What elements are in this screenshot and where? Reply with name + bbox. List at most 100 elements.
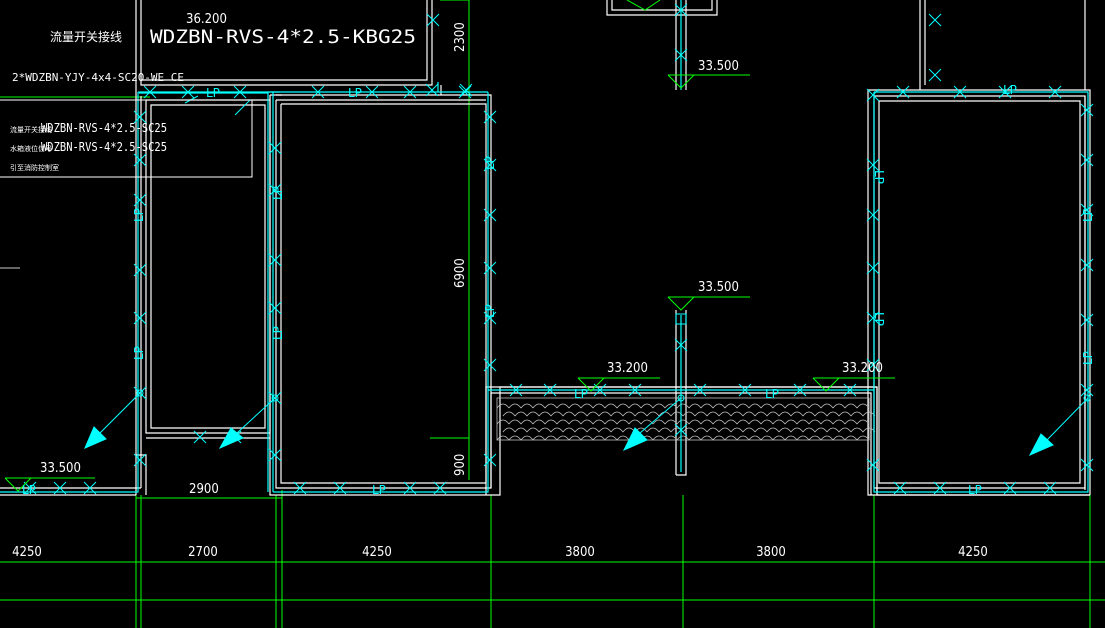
lp-cross xyxy=(233,85,247,99)
lp-cross xyxy=(133,193,147,207)
legend-box xyxy=(0,99,253,178)
lp-tag: LP xyxy=(483,304,497,318)
axis-span-label: 4250 xyxy=(362,545,392,560)
elevation-center-top: 33.500 xyxy=(698,59,739,74)
lp-tag: LP xyxy=(206,86,220,100)
lp-cross xyxy=(483,261,497,275)
legend-line1-prefix: 流量开关接线 xyxy=(10,125,52,134)
lp-tag: LP xyxy=(22,483,36,497)
legend-line2-wire: WDZBN-RVS-4*2.5-SC25 xyxy=(41,140,167,154)
lp-tag: LP xyxy=(872,170,886,184)
legend-line1-wire: WDZBN-RVS-4*2.5-SC25 xyxy=(41,121,167,135)
legend-line3: 引至消防控制室 xyxy=(10,163,59,172)
lp-cross xyxy=(333,481,347,495)
lp-cross xyxy=(133,263,147,277)
dim-vertical-6900: 6900 xyxy=(453,258,468,288)
lp-cross xyxy=(311,85,325,99)
lp-cross xyxy=(425,83,439,97)
lp-cross xyxy=(1080,313,1094,327)
lp-cross xyxy=(998,85,1012,99)
lp-tag: LP xyxy=(1003,83,1017,97)
lp-cross xyxy=(928,68,942,82)
lp-cross xyxy=(866,358,880,372)
lp-cross xyxy=(793,383,807,397)
dim-span-2900: 2900 xyxy=(189,482,219,497)
axis-span-label: 3800 xyxy=(565,545,595,560)
lp-cross xyxy=(866,158,880,172)
lp-cross xyxy=(268,301,282,315)
lp-cross xyxy=(23,481,37,495)
lp-cross xyxy=(1080,153,1094,167)
lp-cross xyxy=(1080,458,1094,472)
lp-cross xyxy=(268,183,282,197)
lp-tag: LP xyxy=(765,387,779,401)
lp-tag: LP xyxy=(1081,208,1095,222)
lp-tag: LP xyxy=(872,312,886,326)
lp-cross xyxy=(509,383,523,397)
lp-cross xyxy=(1080,203,1094,217)
lp-cross xyxy=(543,383,557,397)
lp-cross xyxy=(896,85,910,99)
down-conductor-arrows xyxy=(84,95,1089,457)
tile-row xyxy=(496,435,870,441)
lp-cross xyxy=(1048,85,1062,99)
lp-cross xyxy=(674,423,688,437)
lp-cross xyxy=(53,481,67,495)
lp-cross xyxy=(133,453,147,467)
lp-cross xyxy=(866,261,880,275)
elevation-center-mid: 33.500 xyxy=(698,280,739,295)
lp-cross xyxy=(483,358,497,372)
lp-cross xyxy=(458,85,472,99)
lp-cross xyxy=(483,311,497,325)
axis-span-label: 4250 xyxy=(12,545,42,560)
lp-cross xyxy=(674,3,688,17)
lp-tag: LP xyxy=(132,346,146,360)
dim-vertical-2300: 2300 xyxy=(453,22,468,52)
lp-cross xyxy=(843,383,857,397)
lp-cross xyxy=(133,110,147,124)
lp-tag: LP xyxy=(271,326,285,340)
lp-cross xyxy=(483,453,497,467)
elevation-markers xyxy=(4,0,895,492)
lp-cross xyxy=(193,430,207,444)
tile-row xyxy=(502,427,876,433)
axis-span-label: 2700 xyxy=(188,545,218,560)
lp-cross xyxy=(268,448,282,462)
lp-cross xyxy=(268,141,282,155)
lp-cross xyxy=(928,13,942,27)
lp-cross xyxy=(403,481,417,495)
wire-yjy-label: 2*WDZBN-YJY-4x4-SC20-WE CE xyxy=(12,71,184,84)
lp-tag: LP xyxy=(132,208,146,222)
lp-cross xyxy=(933,481,947,495)
lp-cross xyxy=(426,13,440,27)
lp-cross xyxy=(483,208,497,222)
lp-cross xyxy=(293,481,307,495)
lp-cross xyxy=(1080,383,1094,397)
lp-tag: LP xyxy=(1081,351,1095,365)
lp-cross xyxy=(1043,481,1057,495)
lp-cross xyxy=(133,153,147,167)
lp-cross xyxy=(133,311,147,325)
lp-cross xyxy=(1080,103,1094,117)
lp-cross xyxy=(268,253,282,267)
axis-span-label: 4250 xyxy=(958,545,988,560)
lp-cross xyxy=(953,85,967,99)
lp-tag: LP xyxy=(372,483,386,497)
lp-cross xyxy=(433,481,447,495)
lp-cross xyxy=(1003,481,1017,495)
lp-cross xyxy=(866,88,880,102)
elevation-canopy-left: 33.200 xyxy=(607,361,648,376)
lp-cross xyxy=(403,85,417,99)
canopy-tile-hatch xyxy=(496,397,876,441)
lp-tag: LP xyxy=(348,86,362,100)
tile-row xyxy=(496,419,870,425)
elevation-canopy-right: 33.200 xyxy=(842,361,883,376)
tile-row xyxy=(502,411,876,417)
legend-line2-prefix: 水箱液位信号 xyxy=(10,144,52,153)
lp-cross xyxy=(866,208,880,222)
elevation-top-left: 36.200 xyxy=(186,12,227,27)
lp-cross xyxy=(628,383,642,397)
elevation-bottom-left: 33.500 xyxy=(40,461,81,476)
